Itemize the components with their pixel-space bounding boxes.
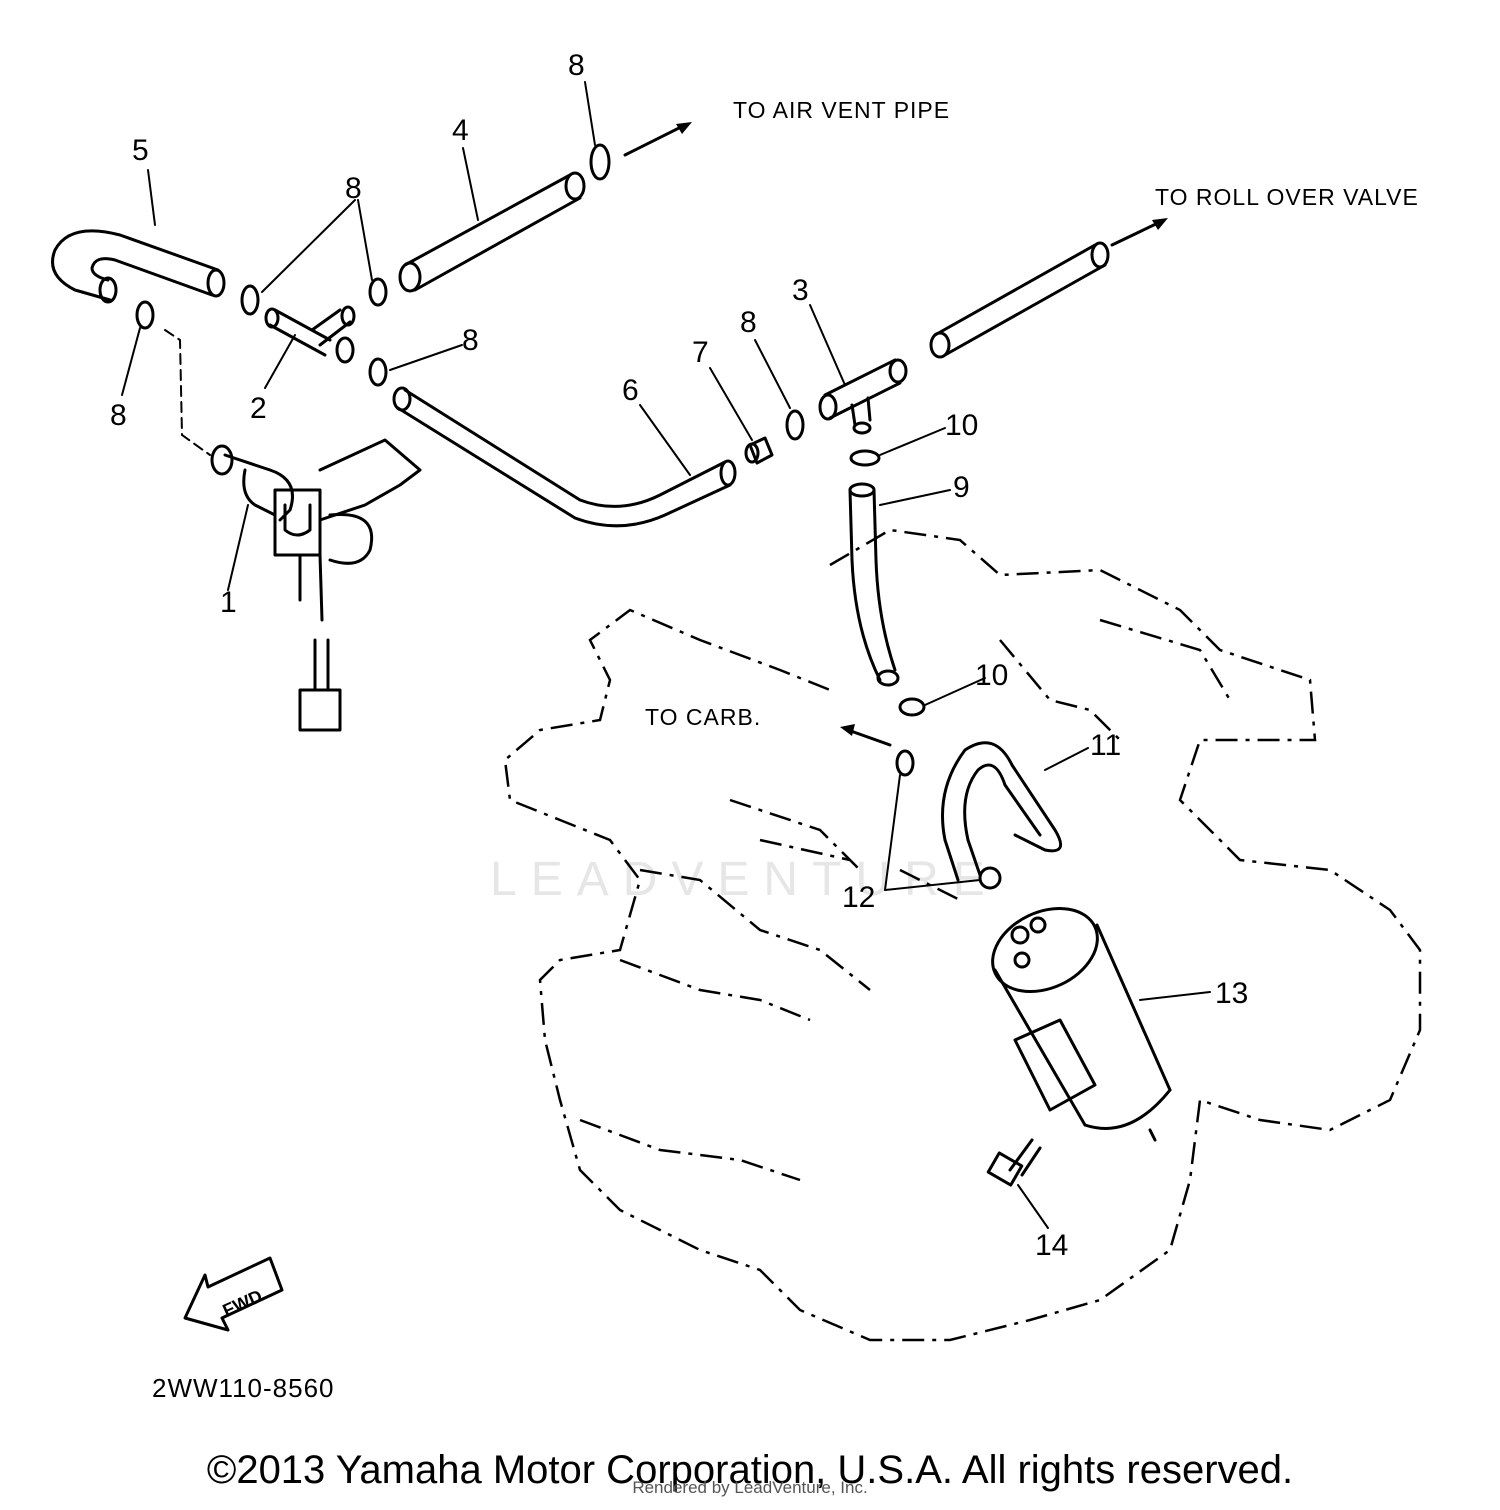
rendered-by-text: Rendered by LeadVenture, Inc. bbox=[632, 1478, 868, 1497]
hose-6 bbox=[392, 386, 737, 528]
label-1: 1 bbox=[220, 586, 237, 619]
bolt-14 bbox=[986, 1138, 1042, 1187]
valve-1 bbox=[210, 438, 422, 732]
connection-line bbox=[164, 329, 211, 456]
label-10b: 10 bbox=[975, 659, 1008, 692]
label-8b: 8 bbox=[345, 172, 362, 205]
copyright-text: ©2013 Yamaha Motor Corporation, U.S.A. A… bbox=[206, 1448, 1294, 1492]
t-joint-3 bbox=[818, 358, 908, 435]
label-4: 4 bbox=[452, 114, 469, 147]
callout-air-vent: TO AIR VENT PIPE bbox=[733, 97, 950, 123]
label-12: 12 bbox=[842, 881, 875, 914]
hose-5 bbox=[51, 229, 226, 304]
label-8d: 8 bbox=[110, 399, 127, 432]
watermark: LEADVENTURE bbox=[490, 853, 999, 906]
label-7: 7 bbox=[692, 336, 709, 369]
canister-13 bbox=[991, 906, 1172, 1142]
label-6: 6 bbox=[622, 374, 639, 407]
engine-outline bbox=[503, 528, 1422, 1342]
hose-4 bbox=[398, 171, 586, 293]
label-9: 9 bbox=[953, 471, 970, 504]
callouts: TO AIR VENT PIPE TO ROLL OVER VALVE TO C… bbox=[645, 97, 1419, 730]
label-8a: 8 bbox=[568, 49, 585, 82]
diagram-code: 2WW110-8560 bbox=[152, 1373, 335, 1403]
hose-roll-over bbox=[929, 241, 1110, 359]
fwd-marker: FWD bbox=[183, 1256, 284, 1332]
label-3: 3 bbox=[792, 274, 809, 307]
label-14: 14 bbox=[1035, 1229, 1068, 1262]
t-joint-2 bbox=[264, 305, 356, 364]
label-10a: 10 bbox=[945, 409, 978, 442]
label-8e: 8 bbox=[740, 306, 757, 339]
hose-11 bbox=[941, 741, 1063, 882]
label-8c: 8 bbox=[462, 324, 479, 357]
part-labels: 1 2 3 4 5 6 7 8 8 8 8 8 9 10 10 11 12 13… bbox=[110, 49, 1248, 1262]
label-13: 13 bbox=[1215, 977, 1248, 1010]
label-5: 5 bbox=[132, 134, 149, 167]
joint-7 bbox=[744, 436, 774, 465]
hose-9 bbox=[848, 482, 900, 687]
clamps bbox=[135, 143, 1002, 890]
leader-lines bbox=[121, 81, 1211, 1229]
callout-carb: TO CARB. bbox=[645, 704, 761, 730]
fwd-label: FWD bbox=[220, 1286, 266, 1321]
callout-roll-over: TO ROLL OVER VALVE bbox=[1155, 184, 1419, 210]
label-2: 2 bbox=[250, 392, 267, 425]
label-11: 11 bbox=[1090, 729, 1121, 762]
direction-arrows bbox=[623, 122, 1168, 747]
